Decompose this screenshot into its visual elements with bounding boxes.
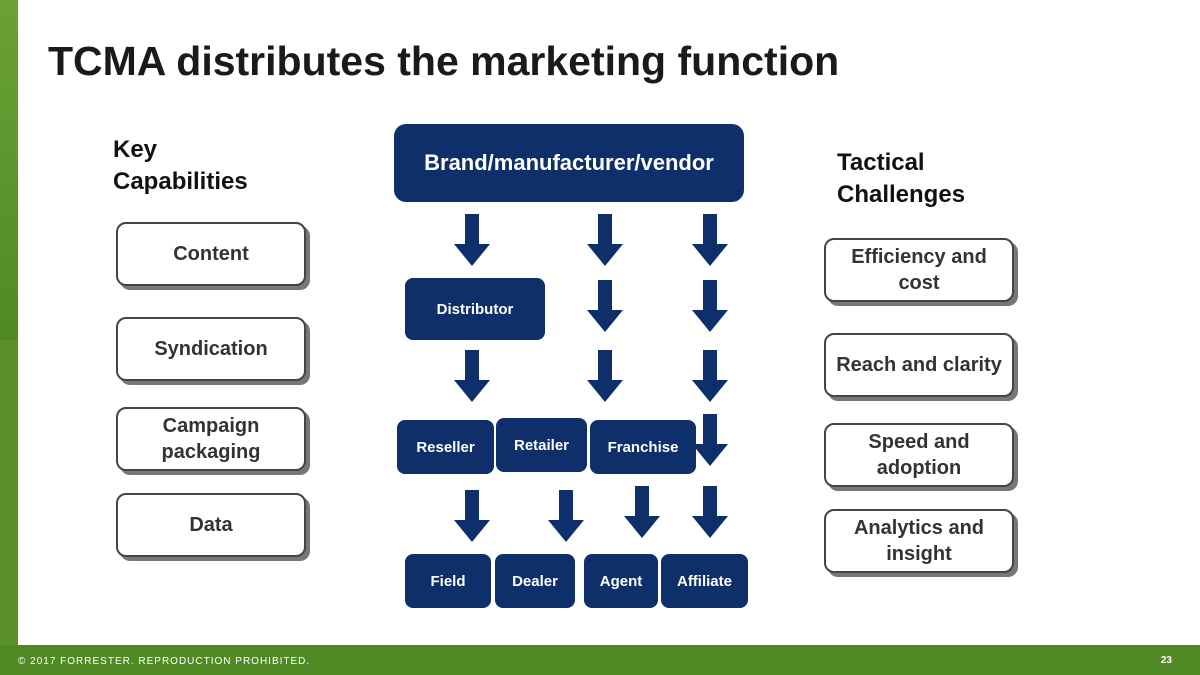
capability-content: Content — [116, 222, 306, 286]
down-arrow-icon — [624, 486, 660, 538]
down-arrow-icon — [454, 350, 490, 402]
slide-title: TCMA distributes the marketing function — [48, 38, 840, 84]
node-dealer: Dealer — [495, 554, 575, 608]
key-capabilities-heading-line1: Key — [113, 136, 158, 163]
down-arrow-icon — [454, 214, 490, 266]
capability-campaign-packaging: Campaign packaging — [116, 407, 306, 471]
down-arrow-icon — [548, 490, 584, 542]
challenge-speed-adoption: Speed and adoption — [824, 423, 1014, 487]
footer-page-number: 23 — [1160, 655, 1172, 666]
challenge-reach-clarity: Reach and clarity — [824, 333, 1014, 397]
down-arrow-icon — [692, 214, 728, 266]
node-retailer: Retailer — [496, 418, 587, 472]
capability-syndication: Syndication — [116, 317, 306, 381]
node-agent: Agent — [584, 554, 658, 608]
down-arrow-icon — [692, 280, 728, 332]
down-arrow-icon — [587, 280, 623, 332]
down-arrow-icon — [454, 490, 490, 542]
left-accent-bar-top — [0, 0, 18, 340]
capability-data: Data — [116, 493, 306, 557]
node-affiliate: Affiliate — [661, 554, 748, 608]
node-brand-manufacturer-vendor: Brand/manufacturer/vendor — [394, 124, 744, 202]
down-arrow-icon — [587, 214, 623, 266]
challenge-analytics-insight: Analytics and insight — [824, 509, 1014, 573]
footer-copyright: © 2017 FORRESTER. REPRODUCTION PROHIBITE… — [18, 656, 311, 667]
challenge-efficiency-cost: Efficiency and cost — [824, 238, 1014, 302]
down-arrow-icon — [692, 486, 728, 538]
key-capabilities-heading: Key Capabilities — [113, 134, 313, 198]
key-capabilities-heading-line2: Capabilities — [113, 168, 248, 195]
node-field: Field — [405, 554, 491, 608]
tactical-challenges-heading: Tactical Challenges — [837, 147, 1037, 211]
node-franchise: Franchise — [590, 420, 696, 474]
down-arrow-icon — [692, 414, 728, 466]
node-distributor: Distributor — [405, 278, 545, 340]
tactical-challenges-heading-line2: Challenges — [837, 181, 966, 208]
tactical-challenges-heading-line1: Tactical — [837, 149, 925, 176]
node-reseller: Reseller — [397, 420, 494, 474]
footer-bar — [0, 645, 1200, 675]
down-arrow-icon — [692, 350, 728, 402]
down-arrow-icon — [587, 350, 623, 402]
